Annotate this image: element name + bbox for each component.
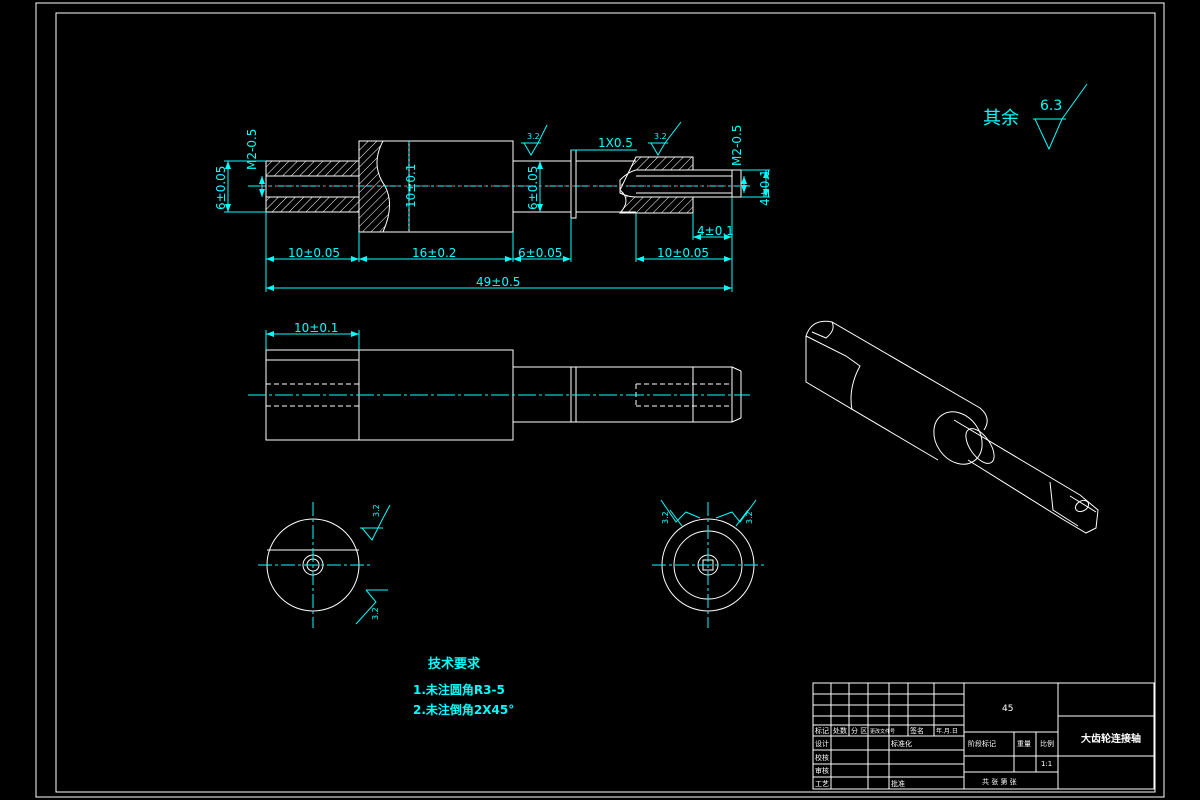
title-block-col-label-2: 更改文件号 (870, 728, 895, 735)
title-block-col-label-1: 分 区 (851, 726, 867, 735)
sheet-inner-border (55, 12, 1156, 793)
roughness-symbol-endview-left-top (360, 504, 391, 541)
dim-len-right-small: 4±0.1 (697, 224, 734, 238)
title-block (812, 682, 1155, 790)
roughness-value-endview-left-bottom: 3.2 (371, 607, 380, 620)
roughness-value-endview-right-left: 3.2 (661, 511, 670, 524)
dim-chamfer: 1X0.5 (598, 136, 633, 150)
dim-len-3: 6±0.05 (518, 246, 562, 260)
dim-dia-mid: 6±0.05 (526, 166, 540, 210)
roughness-value-front-right: 3.2 (654, 132, 667, 141)
title-block-scale-label: 比例 (1040, 739, 1054, 748)
title-block-std-label: 标准化 (891, 739, 912, 748)
roughness-value-endview-left-top: 3.2 (372, 504, 381, 517)
title-block-row-label-1: 设计 (815, 739, 829, 748)
dim-dia-left: 6±0.05 (214, 166, 228, 210)
tech-requirement-1: 1.未注圆角R3-5 (413, 682, 505, 697)
roughness-rest-value: 6.3 (1040, 98, 1062, 114)
title-block-stage-label: 阶段标记 (968, 739, 996, 748)
front-view-dimensions (224, 141, 770, 292)
title-block-col-label-0: 处数 (833, 726, 847, 735)
title-block-part-name: 大齿轮连接轴 (1081, 732, 1141, 745)
dim-len-total: 49±0.5 (476, 275, 520, 289)
dim-top-flat: 10±0.1 (294, 321, 338, 335)
dim-len-1: 10±0.05 (288, 246, 340, 260)
title-block-approve-label: 批准 (891, 779, 905, 788)
end-view-left-centerlines (258, 502, 370, 628)
dim-thread-left: M2-0.5 (245, 129, 259, 170)
top-view-dimension (265, 330, 360, 350)
title-block-col-label-3: 签名 (910, 726, 924, 735)
title-block-row-label-4: 工艺 (815, 780, 829, 788)
title-block-col-label-4: 年.月.日 (936, 727, 958, 735)
dim-dia-main: 10±0.1 (404, 164, 418, 208)
title-block-sheet-text: 共 张 第 张 (982, 777, 1017, 786)
roughness-value-front-left: 3.2 (527, 132, 540, 141)
roughness-value-endview-right-right: 3.2 (745, 511, 754, 524)
dim-dia-right: 4±0.1 (758, 169, 772, 206)
roughness-symbol-front-right (648, 121, 682, 156)
roughness-symbol-front-left (521, 124, 548, 156)
title-block-scale-value: 1:1 (1041, 760, 1052, 768)
dim-len-4: 10±0.05 (657, 246, 709, 260)
end-view-right-centerlines (652, 502, 765, 628)
title-block-row-label-3: 审核 (815, 766, 829, 775)
sheet-outer-border (35, 2, 1165, 798)
title-block-row-label-2: 校核 (815, 753, 829, 762)
title-block-row-label-0: 标记 (815, 726, 829, 735)
tech-requirements-title: 技术要求 (428, 656, 481, 672)
front-view (265, 140, 742, 233)
tech-requirement-2: 2.未注倒角2X45° (413, 702, 514, 717)
roughness-symbol-endview-left-bottom (355, 589, 388, 625)
title-block-material: 45 (1002, 704, 1013, 714)
isometric-view (805, 320, 1099, 534)
roughness-symbols-endview-right (660, 499, 757, 527)
title-block-weight-label: 重量 (1017, 740, 1031, 748)
dim-len-2: 16±0.2 (412, 246, 456, 260)
roughness-rest-symbol (1033, 83, 1088, 151)
dim-thread-right: M2-0.5 (730, 125, 744, 166)
roughness-rest-label: 其余 (983, 108, 1019, 129)
